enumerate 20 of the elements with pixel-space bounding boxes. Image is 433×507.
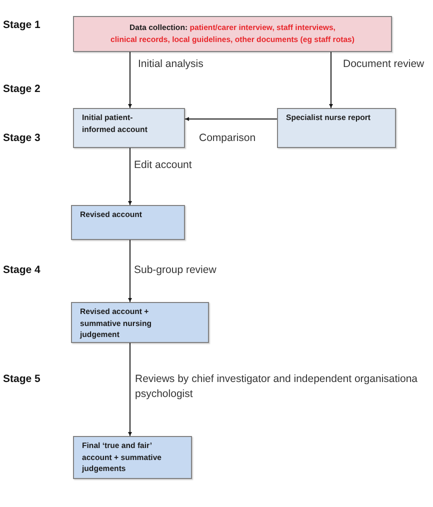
arrow	[128, 52, 132, 108]
stage-label: Stage 5	[3, 373, 40, 385]
stage-label: Stage 3	[3, 132, 40, 144]
edge-label: Comparison	[199, 131, 256, 146]
arrow	[128, 148, 132, 206]
process-box	[277, 108, 396, 148]
edge-label: Sub-group review	[134, 263, 216, 278]
arrow	[128, 240, 132, 302]
arrow	[128, 342, 132, 436]
process-box	[71, 205, 185, 240]
arrow	[184, 117, 278, 121]
process-box	[73, 108, 185, 148]
arrow	[329, 52, 333, 108]
stage-label: Stage 1	[3, 19, 40, 31]
process-box	[71, 302, 209, 343]
stage-label: Stage 2	[3, 83, 40, 95]
edge-label: Initial analysis	[138, 57, 204, 72]
process-box	[73, 16, 392, 52]
process-box	[73, 436, 192, 479]
stage-label: Stage 4	[3, 264, 40, 276]
